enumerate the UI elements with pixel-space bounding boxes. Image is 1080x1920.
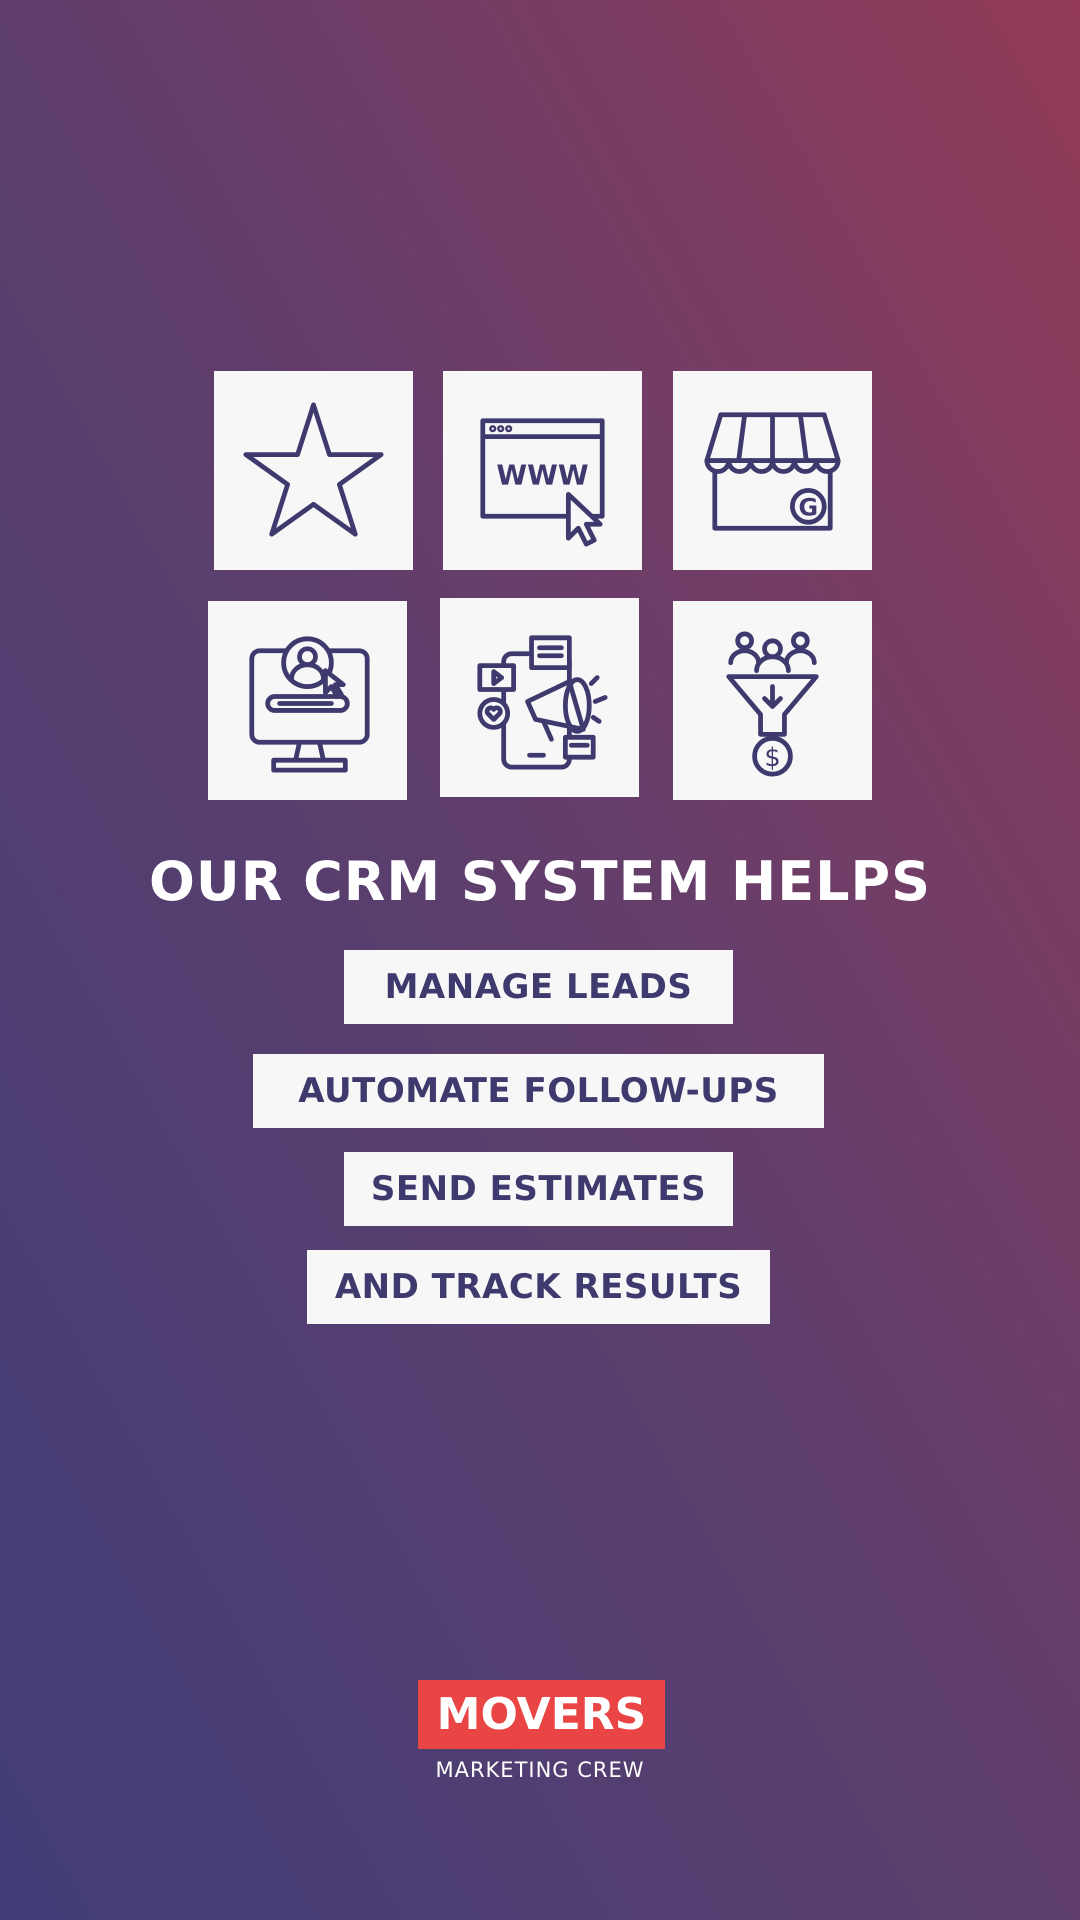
google-business-storefront-icon: G <box>704 412 841 531</box>
brand-tagline: MARKETING CREW <box>435 1758 645 1782</box>
profile-monitor-tile <box>208 601 407 800</box>
sales-funnel-dollar-icon: $ <box>726 631 819 777</box>
svg-text:G: G <box>799 493 819 521</box>
website-tile: WWW <box>443 371 642 570</box>
feature-manage-leads: MANAGE LEADS <box>344 950 733 1024</box>
brand-logo: MOVERS <box>418 1680 665 1749</box>
funnel-tile: $ <box>673 601 872 800</box>
feature-track-results: AND TRACK RESULTS <box>307 1250 770 1324</box>
user-profile-monitor-icon <box>249 636 370 773</box>
social-media-megaphone-icon <box>477 635 608 770</box>
storefront-tile: G <box>673 371 872 570</box>
social-media-tile <box>440 598 639 797</box>
star-tile <box>214 371 413 570</box>
feature-automate-follow-ups: AUTOMATE FOLLOW-UPS <box>253 1054 824 1128</box>
feature-send-estimates: SEND ESTIMATES <box>344 1152 733 1226</box>
website-cursor-icon: WWW <box>480 418 605 547</box>
svg-text:WWW: WWW <box>496 458 588 491</box>
svg-text:$: $ <box>764 743 780 773</box>
star-icon <box>243 402 384 537</box>
headline: OUR CRM SYSTEM HELPS <box>149 850 931 913</box>
